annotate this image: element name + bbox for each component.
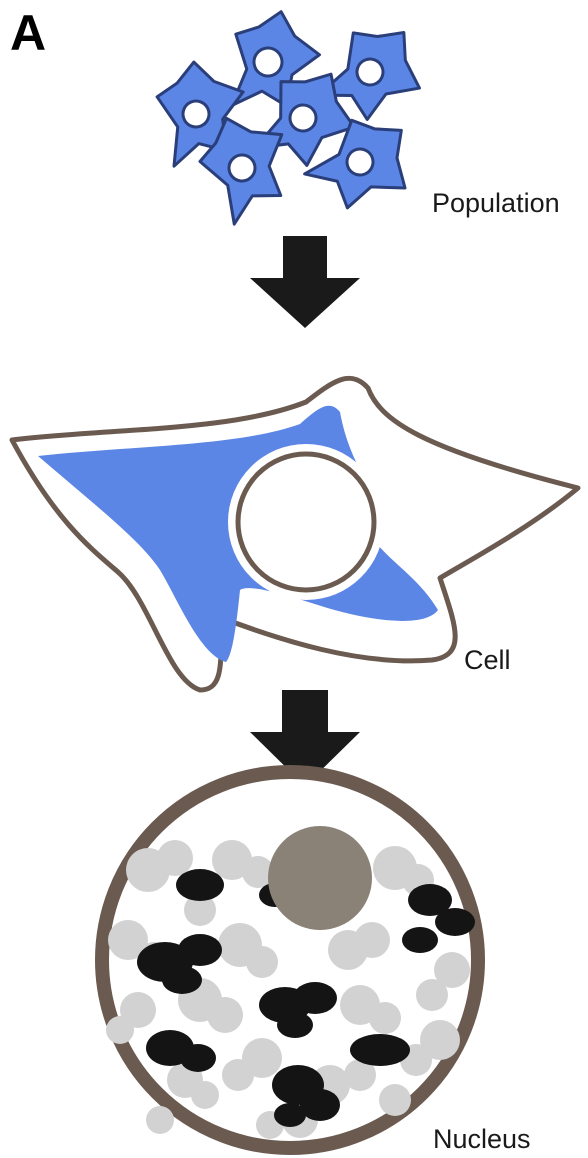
down-arrow-icon bbox=[250, 236, 360, 328]
single-cell bbox=[12, 378, 578, 690]
nucleolus bbox=[268, 826, 372, 930]
label-population: Population bbox=[432, 190, 560, 217]
nuclear-envelope bbox=[238, 454, 374, 590]
population-cells bbox=[138, 7, 435, 230]
nucleus-detail bbox=[102, 772, 478, 1148]
label-nucleus: Nucleus bbox=[433, 1126, 531, 1153]
label-cell: Cell bbox=[464, 647, 511, 674]
